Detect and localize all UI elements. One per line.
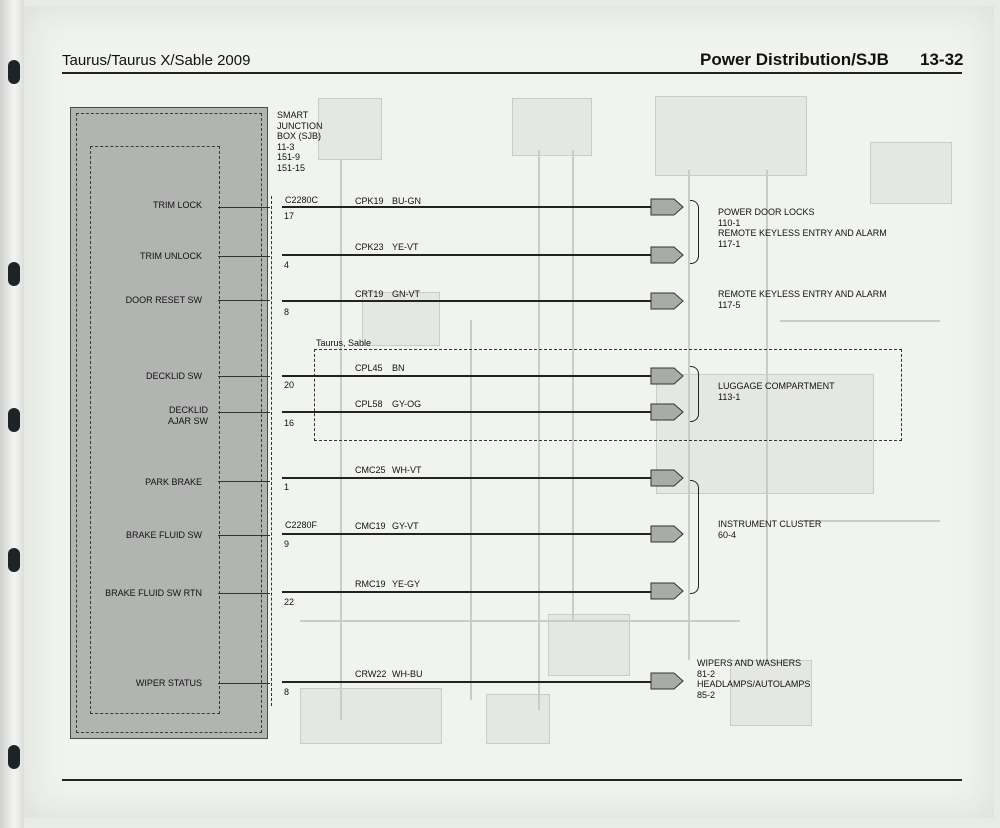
binding-ring	[8, 745, 20, 769]
pin-label: TRIM LOCK	[152, 200, 202, 210]
connector-terminal	[650, 582, 684, 600]
manual-title: Taurus/Taurus X/Sable 2009	[62, 52, 251, 69]
wire	[282, 206, 654, 208]
circuit-id: CMC25	[355, 465, 386, 475]
binding-ring	[8, 408, 20, 432]
binding-ring	[8, 60, 20, 84]
smart-junction-box	[70, 107, 268, 739]
connector-terminal	[650, 198, 684, 216]
connector-terminal	[650, 672, 684, 690]
pin-label: DECKLID SW	[145, 371, 202, 381]
pin-number: 8	[284, 307, 290, 317]
wire-color: GY-OG	[392, 399, 422, 409]
destination-label: WIPERS AND WASHERS 81-2 HEADLAMPS/AUTOLA…	[697, 658, 811, 700]
wire	[282, 254, 654, 256]
connector-terminal	[650, 246, 684, 264]
connector-label: C2280C	[285, 195, 319, 205]
pin-number: 9	[284, 539, 290, 549]
wire	[282, 681, 654, 683]
footer-rule	[62, 779, 962, 781]
pin-number: 4	[284, 260, 290, 270]
circuit-id: CPL58	[355, 399, 383, 409]
group-brace	[690, 480, 699, 594]
wire	[282, 477, 654, 479]
wire-color: YE-VT	[392, 242, 419, 252]
destination-label: POWER DOOR LOCKS 110-1 REMOTE KEYLESS EN…	[718, 207, 887, 249]
circuit-id: CMC19	[355, 521, 386, 531]
wire	[282, 375, 654, 377]
group-brace	[690, 366, 699, 422]
pin-label: WIPER STATUS	[135, 678, 202, 688]
pin-number: 22	[284, 597, 295, 607]
wire-color: WH-BU	[392, 669, 423, 679]
pin-stub	[218, 593, 270, 594]
pin-stub	[218, 412, 270, 413]
pin-number: 20	[284, 380, 295, 390]
connector-terminal	[650, 403, 684, 421]
pin-stub	[218, 207, 270, 208]
pin-number: 16	[284, 418, 295, 428]
wire-color: BN	[392, 363, 405, 373]
wire-color: GY-VT	[392, 521, 419, 531]
pin-stub	[218, 300, 270, 301]
wire-color: GN-VT	[392, 289, 420, 299]
wire	[282, 533, 654, 535]
connector-boundary	[271, 196, 273, 706]
page-number: 13-32	[920, 50, 964, 69]
option-box	[314, 349, 902, 441]
circuit-id: CPK23	[355, 242, 384, 252]
pin-stub	[218, 683, 270, 684]
pin-label: TRIM UNLOCK	[139, 251, 202, 261]
connector-terminal	[650, 469, 684, 487]
destination-label: REMOTE KEYLESS ENTRY AND ALARM 117-5	[718, 289, 887, 310]
connector-terminal	[650, 525, 684, 543]
wire-color: BU-GN	[392, 196, 421, 206]
pin-stub	[218, 256, 270, 257]
pin-label: PARK BRAKE	[145, 477, 202, 487]
circuit-id: CRW22	[355, 669, 387, 679]
binding-ring	[8, 262, 20, 286]
wire	[282, 591, 654, 593]
pin-number: 1	[284, 482, 290, 492]
destination-label: LUGGAGE COMPARTMENT 113-1	[718, 381, 835, 402]
circuit-id: CRT19	[355, 289, 384, 299]
pin-label: BRAKE FLUID SW RTN	[105, 588, 202, 598]
pin-stub	[218, 535, 270, 536]
pin-label: DOOR RESET SW	[125, 295, 202, 305]
group-brace	[690, 200, 699, 264]
connector-label: C2280F	[285, 520, 318, 530]
module-inner-outline	[90, 146, 220, 714]
wire-color: WH-VT	[392, 465, 422, 475]
circuit-id: RMC19	[355, 579, 386, 589]
destination-label: INSTRUMENT CLUSTER 60-4	[718, 519, 822, 540]
wire	[282, 411, 654, 413]
wire	[282, 300, 654, 302]
option-label: Taurus, Sable	[316, 338, 372, 348]
header-rule	[62, 72, 962, 74]
circuit-id: CPK19	[355, 196, 384, 206]
wire-color: YE-GY	[392, 579, 421, 589]
module-label: SMART JUNCTION BOX (SJB) 11-3 151-9 151-…	[277, 110, 323, 173]
pin-number: 17	[284, 211, 295, 221]
binding-spine	[0, 0, 24, 828]
module-outline	[76, 113, 262, 733]
pin-number: 8	[284, 687, 290, 697]
pin-stub	[218, 376, 270, 377]
circuit-id: CPL45	[355, 363, 383, 373]
connector-terminal	[650, 292, 684, 310]
section-title: Power Distribution/SJB	[700, 50, 889, 69]
pin-label: BRAKE FLUID SW	[125, 530, 202, 540]
connector-terminal	[650, 367, 684, 385]
binding-ring	[8, 548, 20, 572]
pin-stub	[218, 481, 270, 482]
